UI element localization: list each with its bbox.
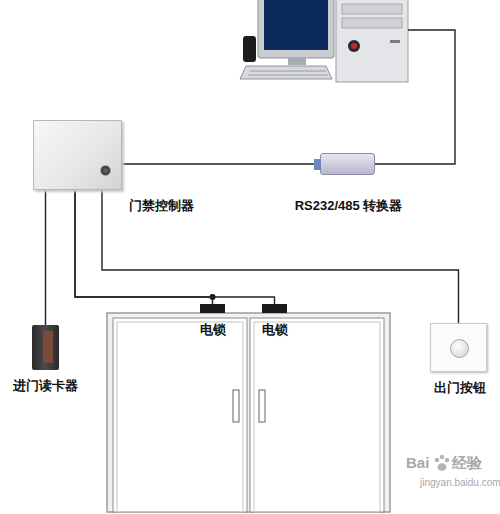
component-label: 门禁控制器: [129, 198, 194, 213]
signal-wire: [45, 190, 46, 325]
signal-wire: [75, 190, 275, 304]
watermark-text: 经验: [452, 454, 482, 473]
button-cap: [450, 339, 469, 358]
signal-wire: [102, 190, 459, 323]
component-label: 出门按钮: [434, 380, 486, 395]
exit-button: 出门按钮: [430, 323, 487, 372]
rs232-485-converter: RS232/485 转换器: [320, 153, 375, 175]
component-label: 进门读卡器: [13, 378, 78, 393]
card-slot: [43, 331, 53, 363]
electric-lock: 电锁: [262, 304, 287, 313]
component-label: 电锁: [200, 322, 226, 337]
connector-plug: [314, 159, 321, 170]
serial-cable: [375, 30, 455, 164]
component-label: 电锁: [262, 322, 288, 337]
signal-wire: [75, 190, 213, 304]
computer-illustration: [240, 0, 408, 82]
watermark-text: Bai: [406, 454, 429, 471]
card-reader: 进门读卡器: [32, 325, 59, 370]
double-door: [107, 313, 390, 512]
component-label: RS232/485 转换器: [295, 198, 403, 213]
watermark-text: jingyan.baidu.com: [420, 477, 500, 488]
watermark-paw: [435, 455, 449, 471]
access-controller: 门禁控制器: [33, 120, 122, 190]
electric-lock: 电锁: [200, 304, 225, 313]
signal-wire: [122, 163, 320, 164]
keyhole: [100, 165, 111, 176]
